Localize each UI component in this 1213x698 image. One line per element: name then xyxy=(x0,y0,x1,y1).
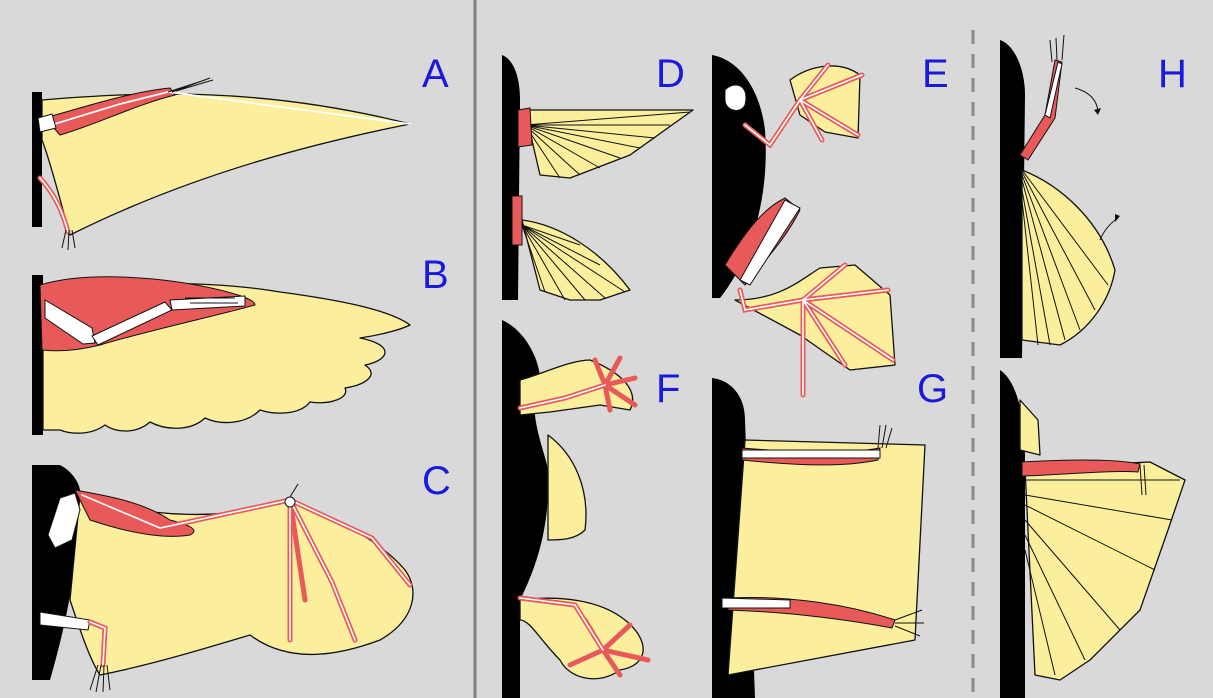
panel-label-f: F xyxy=(656,367,680,411)
panel-label-g: G xyxy=(917,367,948,411)
panel-c-bat xyxy=(32,465,413,692)
panel-d-lower-feathers xyxy=(512,196,630,300)
panel-h-rib-wing xyxy=(1000,35,1185,698)
panel-label-a: A xyxy=(422,52,449,96)
panel-label-b: B xyxy=(422,253,449,297)
panel-label-d: D xyxy=(656,52,685,96)
panel-e-webbed-limbs xyxy=(712,55,895,395)
panel-a-pterosaur xyxy=(32,78,410,250)
panel-b-bird xyxy=(32,275,410,435)
panel-label-h: H xyxy=(1158,52,1187,96)
panel-label-c: C xyxy=(422,459,451,503)
panel-label-e: E xyxy=(922,52,949,96)
panel-f-webbed-feet xyxy=(502,320,648,698)
panel-d-upper-feathers xyxy=(518,108,693,178)
panel-g-patagium xyxy=(712,378,925,698)
